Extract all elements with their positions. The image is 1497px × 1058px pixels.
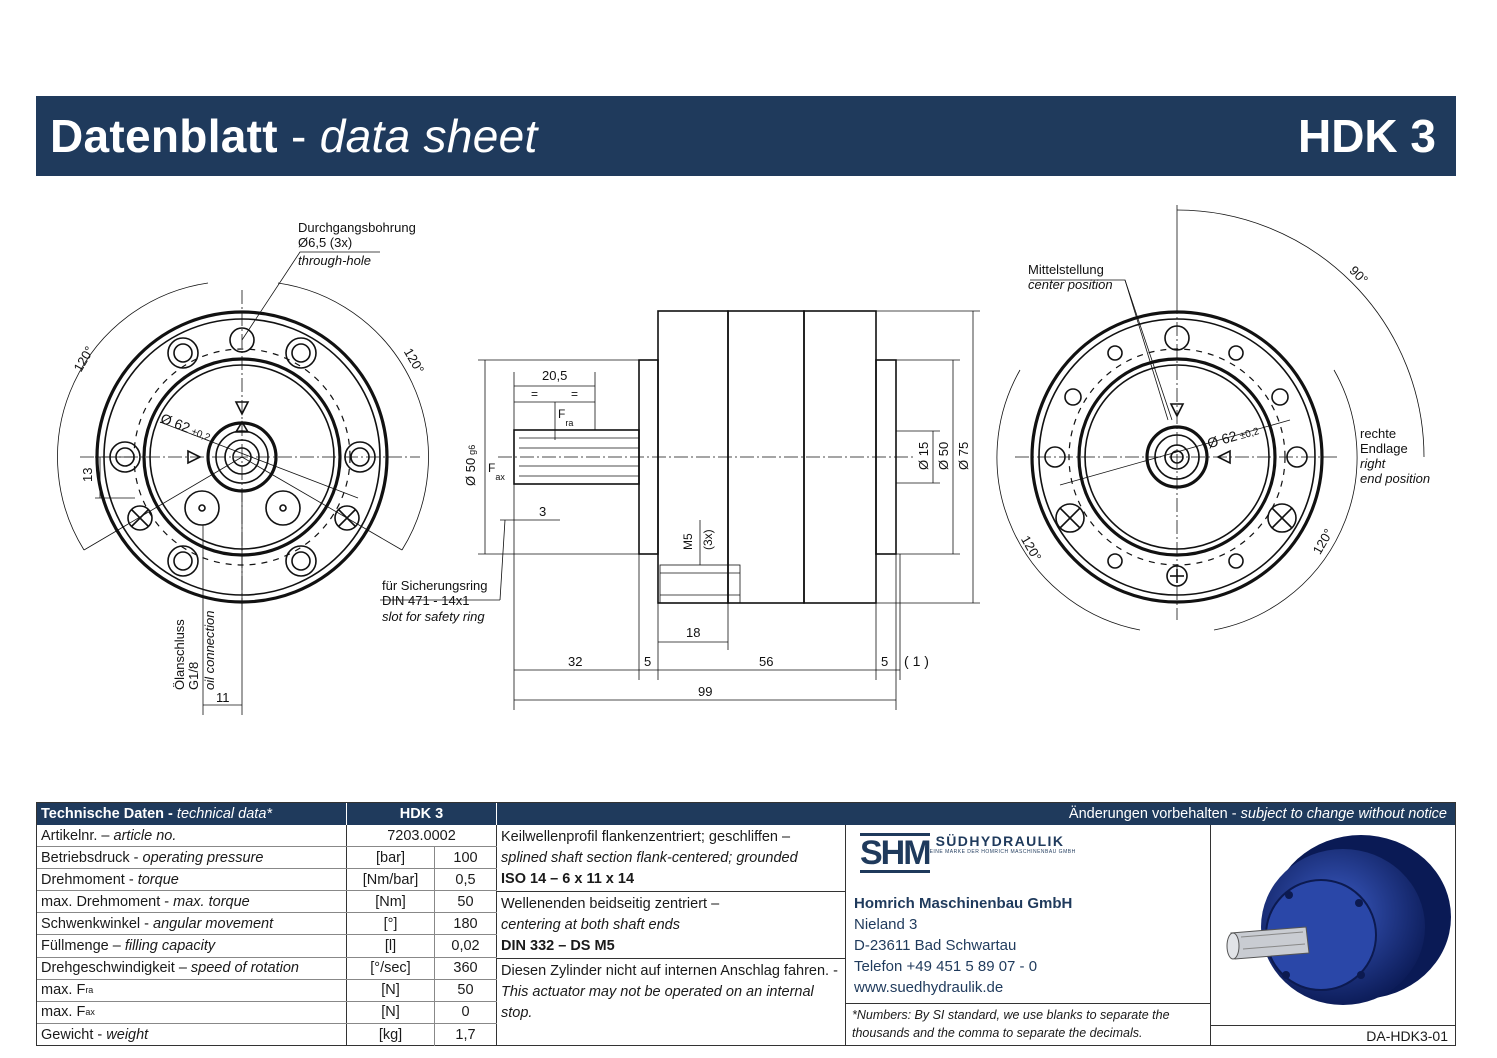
row-unit: [°/sec]	[347, 957, 435, 979]
shaft-dia: Ø 50g6	[463, 445, 478, 486]
center-en: center position	[1028, 277, 1113, 292]
dim-56: 56	[759, 654, 773, 669]
ring-en: slot for safety ring	[382, 609, 485, 624]
left-front-view: Durchgangsbohrung Ø6,5 (3x) through-hole…	[57, 220, 429, 715]
dim-1-bracket: ( 1 )	[904, 653, 929, 669]
technical-data-table: Technische Daten - technical data* HDK 3…	[36, 802, 1456, 1046]
table-row: Schwenkwinkel - angular movement [°] 180	[37, 913, 497, 936]
row-unit: [N]	[347, 1001, 435, 1023]
row-value: 50	[435, 891, 497, 913]
left-dim-13: 13	[80, 468, 95, 482]
right-front-view: Mittelstellung center position 90° recht…	[996, 205, 1430, 631]
oil-size: G1/8	[186, 662, 201, 690]
page-title: Datenblatt - data sheet	[50, 109, 538, 163]
dim-5b: 5	[881, 654, 888, 669]
row-unit: [bar]	[347, 847, 435, 869]
dia-75: Ø 75	[956, 442, 971, 470]
spec-rows: Artikelnr. – article no. 7203.0002 Betri…	[37, 825, 497, 1046]
table-row: Drehmoment - torque [Nm/bar] 0,5	[37, 869, 497, 892]
end-en1: right	[1360, 456, 1387, 471]
company-block: SHM SÜDHYDRAULIK EINE MARKE DER HOMRICH …	[845, 825, 1211, 1046]
dim-99: 99	[698, 684, 712, 699]
title-bar: Datenblatt - data sheet HDK 3	[36, 96, 1456, 176]
ring-de: für Sicherungsring	[382, 578, 488, 593]
technical-drawing: Durchgangsbohrung Ø6,5 (3x) through-hole…	[57, 205, 1430, 715]
title-dash: -	[291, 110, 307, 162]
dia-15: Ø 15	[916, 442, 931, 470]
header-tech-data: Technische Daten - technical data*	[37, 803, 347, 825]
row-unit: [N]	[347, 979, 435, 1001]
dim-32: 32	[568, 654, 582, 669]
left-throughhole-en: through-hole	[298, 253, 371, 268]
note-centering: Wellenenden beidseitig zentriert – cente…	[497, 892, 845, 959]
table-row: max. Drehmoment - max. torque [Nm] 50	[37, 891, 497, 914]
table-row: Füllmenge – filling capacity [l] 0,02	[37, 935, 497, 958]
table-row: Gewicht - weight [kg] 1,7	[37, 1023, 497, 1046]
fax-label: Fax	[488, 461, 505, 482]
row-value: 0,02	[435, 935, 497, 957]
table-header: Technische Daten - technical data* HDK 3…	[37, 803, 1455, 825]
company-address: Homrich Maschinenbau GmbH Nieland 3 D-23…	[854, 895, 1073, 996]
angle-90: 90°	[1347, 263, 1372, 288]
center-de: Mittelstellung	[1028, 262, 1104, 277]
dim-eq1: =	[531, 387, 538, 401]
row-value: 360	[435, 957, 497, 979]
row-value: 0	[435, 1001, 497, 1023]
end-de1: rechte	[1360, 426, 1396, 441]
left-angle-left: 120°	[71, 344, 97, 375]
company-website[interactable]: www.suedhydraulik.de	[854, 979, 1004, 996]
left-throughhole-de: Durchgangsbohrung	[298, 220, 416, 235]
left-dim-11: 11	[216, 690, 230, 705]
header-model: HDK 3	[347, 803, 497, 825]
row-value: 7203.0002	[347, 825, 497, 847]
row-value: 0,5	[435, 869, 497, 891]
right-angle-right: 120°	[1310, 526, 1336, 557]
ring-norm: DIN 471 - 14x1	[382, 593, 469, 608]
document-id: DA-HDK3-01	[1211, 1025, 1456, 1046]
row-unit: [kg]	[347, 1023, 435, 1046]
end-de2: Endlage	[1360, 441, 1408, 456]
header-notice: Änderungen vorbehalten - subject to chan…	[1068, 806, 1447, 822]
note-spline: Keilwellenprofil flankenzentriert; gesch…	[497, 825, 845, 892]
table-row: Drehgeschwindigkeit – speed of rotation …	[37, 957, 497, 980]
model-name: HDK 3	[1297, 110, 1436, 162]
row-unit: [Nm/bar]	[347, 869, 435, 891]
dim-5a: 5	[644, 654, 651, 669]
left-throughhole-dim: Ø6,5 (3x)	[298, 235, 352, 250]
notes-column: Keilwellenprofil flankenzentriert; gesch…	[497, 825, 845, 1046]
title-de: Datenblatt	[50, 110, 278, 162]
left-boltcircle: Ø 62±0,2	[158, 410, 213, 444]
row-value: 180	[435, 913, 497, 935]
oil-en: oil connection	[202, 611, 217, 691]
row-unit: [Nm]	[347, 891, 435, 913]
dim-20-5: 20,5	[542, 368, 567, 383]
right-boltcircle: Ø 62±0,2	[1205, 421, 1261, 451]
dim-eq2: =	[571, 387, 578, 401]
row-value: 50	[435, 979, 497, 1001]
dim-3: 3	[539, 504, 546, 519]
row-unit: [l]	[347, 935, 435, 957]
row-value: 1,7	[435, 1023, 497, 1046]
fra-label: Fra	[558, 407, 573, 428]
side-view: 20,5 = = Fra Fax Ø 50g6 3 für Sicherungs…	[380, 310, 980, 710]
table-row: Artikelnr. – article no. 7203.0002	[37, 825, 497, 848]
left-angle-right: 120°	[401, 345, 427, 376]
row-unit: [°]	[347, 913, 435, 935]
dia-50: Ø 50	[936, 442, 951, 470]
oil-de: Ölanschluss	[172, 619, 187, 690]
m5-label: M5	[681, 533, 695, 550]
table-row: Betriebsdruck - operating pressure [bar]…	[37, 847, 497, 870]
row-value: 100	[435, 847, 497, 869]
m5-count: (3x)	[701, 529, 715, 550]
note-warning: Diesen Zylinder nicht auf internen Ansch…	[501, 963, 838, 1021]
company-logo: SHM SÜDHYDRAULIK EINE MARKE DER HOMRICH …	[860, 833, 1076, 873]
dim-18: 18	[686, 625, 700, 640]
title-en: data sheet	[319, 110, 538, 162]
product-photo	[1226, 835, 1451, 1005]
footnote: *Numbers: By SI standard, we use blanks …	[846, 1003, 1210, 1046]
end-en2: end position	[1360, 471, 1430, 486]
